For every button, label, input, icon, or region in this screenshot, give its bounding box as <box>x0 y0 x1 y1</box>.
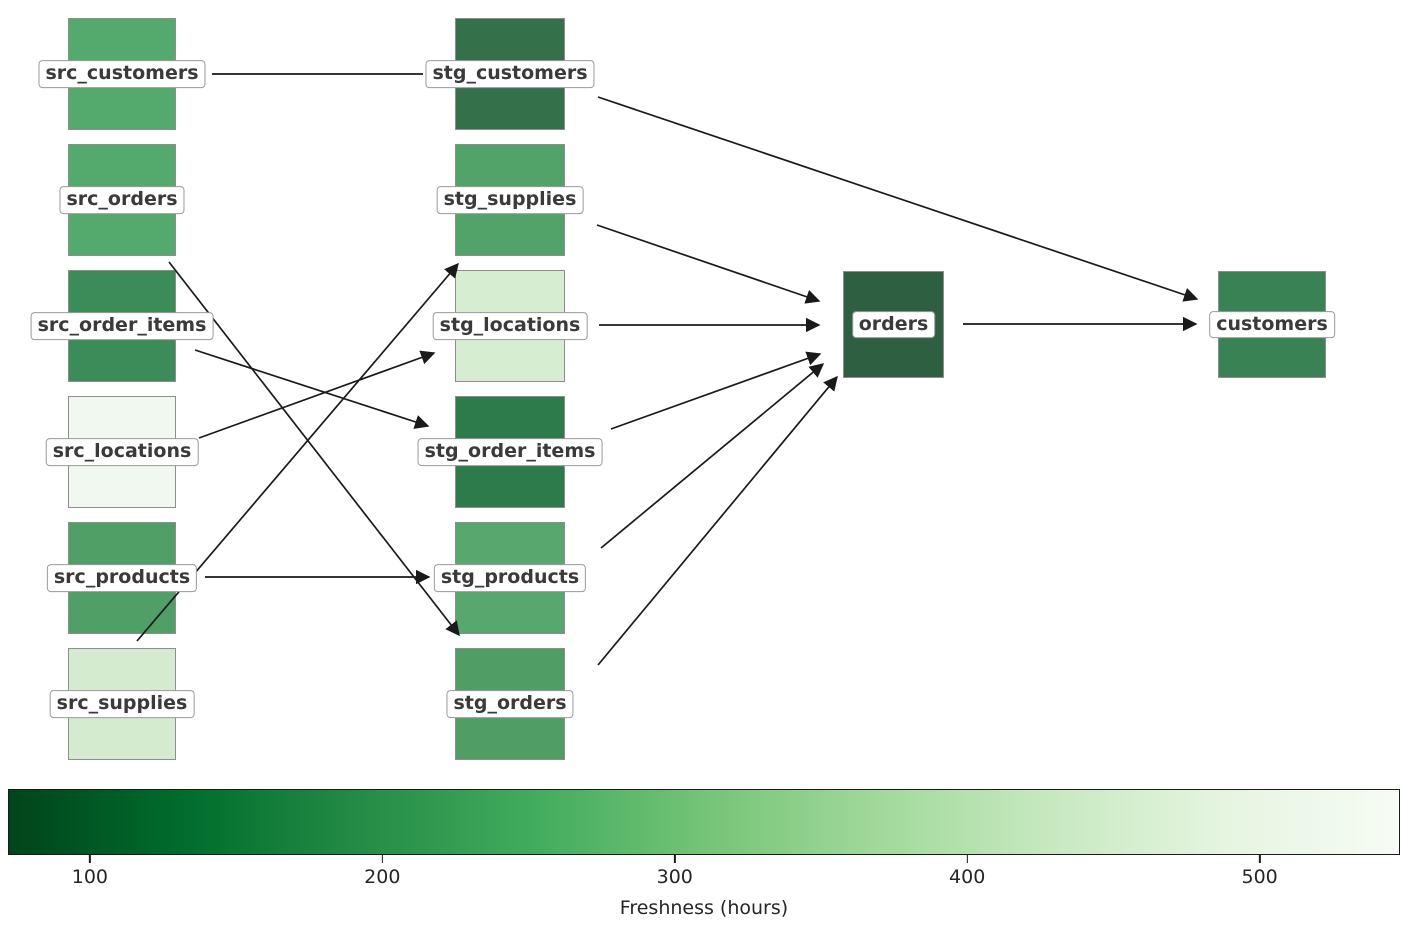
node-stg_locations: stg_locations <box>432 270 588 382</box>
node-label-src_customers: src_customers <box>38 60 206 88</box>
node-customers: customers <box>1209 271 1335 378</box>
node-label-customers: customers <box>1209 310 1335 339</box>
node-label-src_order_items: src_order_items <box>30 312 214 340</box>
tick-mark <box>1258 855 1261 863</box>
node-label-orders: orders <box>851 310 936 339</box>
node-label-stg_products: stg_products <box>433 564 587 592</box>
colorbar-tick-400: 400 <box>949 855 985 888</box>
colorbar-tick-500: 500 <box>1241 855 1278 888</box>
node-label-src_products: src_products <box>46 564 198 592</box>
edge-stg_customers-customers <box>597 96 1199 302</box>
node-label-stg_order_items: stg_order_items <box>417 438 603 466</box>
node-src_supplies: src_supplies <box>49 648 195 760</box>
edge-stg_order_items-orders <box>610 351 822 430</box>
node-label-src_orders: src_orders <box>59 186 185 214</box>
edge-src_locations-stg_locations <box>198 350 436 439</box>
tick-mark <box>381 855 384 863</box>
node-label-src_locations: src_locations <box>45 438 199 466</box>
colorbar-tick-100: 100 <box>72 855 108 888</box>
node-stg_supplies: stg_supplies <box>436 144 584 256</box>
edge-stg_supplies-orders <box>596 224 821 304</box>
edge-stg_products-orders <box>600 363 825 549</box>
tick-label: 300 <box>656 866 693 888</box>
tick-label: 200 <box>364 866 401 888</box>
node-label-stg_orders: stg_orders <box>446 690 574 718</box>
colorbar-axis-label: Freshness (hours) <box>619 897 789 919</box>
tick-mark <box>966 855 968 863</box>
colorbar-tick-200: 200 <box>364 855 400 888</box>
edge-stg_orders-orders <box>597 375 838 666</box>
node-label-stg_supplies: stg_supplies <box>436 186 584 214</box>
node-stg_products: stg_products <box>433 522 587 634</box>
tick-mark <box>89 855 91 863</box>
node-src_order_items: src_order_items <box>30 270 214 382</box>
colorbar-tick-300: 300 <box>657 855 693 888</box>
node-stg_orders: stg_orders <box>446 648 574 760</box>
tick-label: 100 <box>71 866 109 888</box>
tick-mark <box>673 855 676 863</box>
node-src_orders: src_orders <box>59 144 185 256</box>
node-src_locations: src_locations <box>45 396 199 508</box>
node-label-stg_locations: stg_locations <box>432 312 588 340</box>
node-label-src_supplies: src_supplies <box>49 690 195 718</box>
node-stg_order_items: stg_order_items <box>417 396 603 508</box>
tick-label: 500 <box>1241 866 1278 888</box>
tick-label: 400 <box>949 866 986 888</box>
node-stg_customers: stg_customers <box>425 18 595 130</box>
node-orders: orders <box>843 271 944 378</box>
node-src_products: src_products <box>46 522 198 634</box>
edge-src_order_items-stg_order_items <box>194 349 430 429</box>
colorbar <box>8 789 1400 855</box>
node-src_customers: src_customers <box>38 18 206 130</box>
node-label-stg_customers: stg_customers <box>425 60 595 88</box>
colorbar-ticks: 100 200 300 400 500 <box>8 855 1400 897</box>
